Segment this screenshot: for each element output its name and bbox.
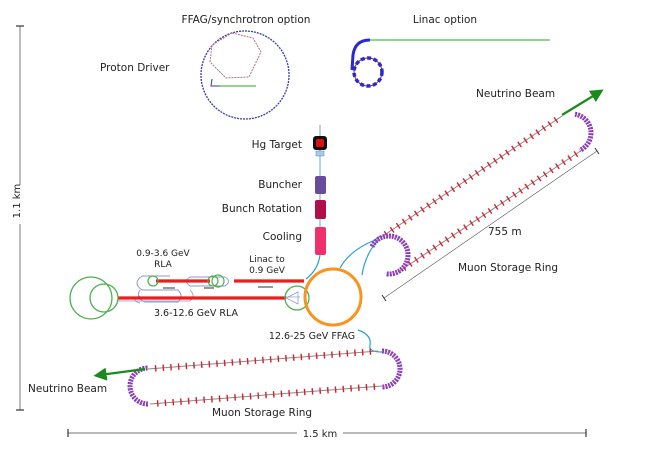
upper-neutrino-beam-arrow	[561, 89, 604, 116]
ffag-ring	[303, 267, 363, 327]
quadrupole-magnet	[573, 151, 579, 158]
quadrupole-magnet	[444, 236, 450, 243]
quadrupole-magnet	[407, 214, 413, 221]
bunch-rotation-label: Bunch Rotation	[222, 203, 302, 215]
quadrupole-magnet	[492, 157, 498, 164]
quadrupole-magnet	[468, 173, 474, 181]
rla2-label: 3.6-12.6 GeV RLA	[154, 308, 239, 319]
quadrupole-magnet	[541, 125, 547, 132]
quadrupole-magnet	[474, 169, 480, 176]
quadrupole-magnet	[475, 216, 481, 223]
quadrupole-magnet	[542, 171, 548, 178]
rla-system	[69, 274, 310, 320]
quadrupole-magnet	[567, 155, 573, 162]
quadrupole-magnet	[456, 228, 462, 235]
quadrupole-magnet	[456, 182, 462, 189]
proton-driver-linac-option	[350, 38, 550, 88]
lower-neutrino-beam-arrow	[93, 367, 146, 381]
length-755-label: 755 m	[488, 226, 522, 238]
quadrupole-magnet	[536, 175, 542, 182]
quadrupole-magnet	[414, 210, 419, 217]
scale-horizontal-label: 1.5 km	[303, 429, 338, 440]
quadrupole-magnet	[389, 226, 395, 233]
quadrupole-magnet	[506, 195, 511, 202]
linac-label-line1: Linac to	[249, 255, 285, 265]
quadrupole-magnet	[463, 224, 468, 231]
quadrupole-magnet	[498, 153, 504, 160]
upper-storage-ring-label: Muon Storage Ring	[458, 262, 558, 274]
quadrupole-magnet	[555, 163, 560, 170]
quadrupole-magnet	[462, 178, 468, 185]
quadrupole-magnet	[518, 187, 524, 194]
hg-target-label: Hg Target	[252, 139, 302, 151]
quadrupole-magnet	[505, 149, 510, 156]
quadrupole-magnet	[450, 186, 456, 193]
quadrupole-magnet	[548, 167, 554, 174]
rla1-label-line1: 0.9-3.6 GeV	[136, 249, 190, 259]
ffag-option-label: FFAG/synchrotron option	[182, 14, 311, 26]
lower-neutrino-beam-label: Neutrino Beam	[28, 383, 107, 395]
ffag-label: 12.6-25 GeV FFAG	[269, 331, 355, 342]
vertical-scale-bar: 1.1 km	[12, 25, 24, 411]
upper-neutrino-beam-label: Neutrino Beam	[476, 88, 555, 100]
cooling-label: Cooling	[263, 231, 302, 243]
length-755-dimension	[381, 147, 600, 302]
quadrupole-magnet	[420, 206, 425, 213]
quadrupole-magnet	[493, 203, 499, 210]
arc-dipoles-inner	[574, 113, 592, 151]
quadrupole-magnet	[481, 212, 487, 219]
quadrupole-magnet	[480, 165, 486, 172]
quadrupole-magnet	[469, 220, 474, 227]
proton-driver-label: Proton Driver	[100, 62, 170, 74]
linac-label-line2: 0.9 GeV	[249, 266, 286, 276]
rla1-label-line2: RLA	[154, 260, 172, 270]
upper-muon-storage-ring	[369, 111, 594, 277]
quadrupole-magnet	[553, 117, 559, 124]
buncher-label: Buncher	[258, 179, 302, 191]
quadrupole-magnet	[529, 133, 535, 140]
quadrupole-magnet	[517, 141, 522, 148]
quadrupole-magnet	[511, 145, 516, 152]
quadrupole-magnet	[426, 248, 432, 255]
quadrupole-magnet	[561, 159, 566, 166]
quadrupole-magnet	[426, 202, 431, 209]
quadrupole-magnet	[487, 207, 493, 215]
quadrupole-magnet	[432, 244, 438, 251]
hg-target-icon	[313, 136, 327, 157]
quadrupole-magnet	[395, 222, 401, 229]
cooling-block	[315, 227, 326, 255]
arc-dipoles	[127, 365, 149, 407]
quadrupole-magnet	[432, 198, 437, 205]
bunch-rotation-block	[315, 200, 326, 219]
quadrupole-magnet	[420, 252, 425, 259]
horizontal-scale-bar: 1.5 km	[67, 429, 587, 440]
quadrupole-magnet	[444, 190, 450, 197]
quadrupole-magnet	[535, 129, 541, 136]
quadrupole-magnet	[524, 183, 530, 190]
quadrupole-magnet	[450, 232, 456, 239]
buncher-block	[315, 176, 326, 194]
arc-dipoles	[381, 348, 403, 390]
quadrupole-magnet	[499, 199, 505, 206]
arc-dipoles	[574, 111, 594, 153]
quadrupole-magnet	[401, 218, 407, 225]
quadrupole-magnet	[512, 191, 517, 198]
quadrupole-magnet	[438, 240, 444, 247]
linac-option-label: Linac option	[413, 14, 477, 26]
proton-driver-ffag-ring	[200, 30, 290, 120]
quadrupole-magnet	[414, 256, 419, 263]
lower-muon-storage-ring	[127, 348, 403, 407]
quadrupole-magnet	[438, 194, 444, 201]
quadrupole-magnet	[530, 179, 536, 186]
quadrupole-magnet	[523, 137, 528, 144]
lower-storage-ring-label: Muon Storage Ring	[212, 407, 312, 419]
quadrupole-magnet	[486, 161, 492, 168]
scale-vertical-label: 1.1 km	[12, 184, 23, 219]
quadrupole-magnet	[547, 121, 553, 128]
